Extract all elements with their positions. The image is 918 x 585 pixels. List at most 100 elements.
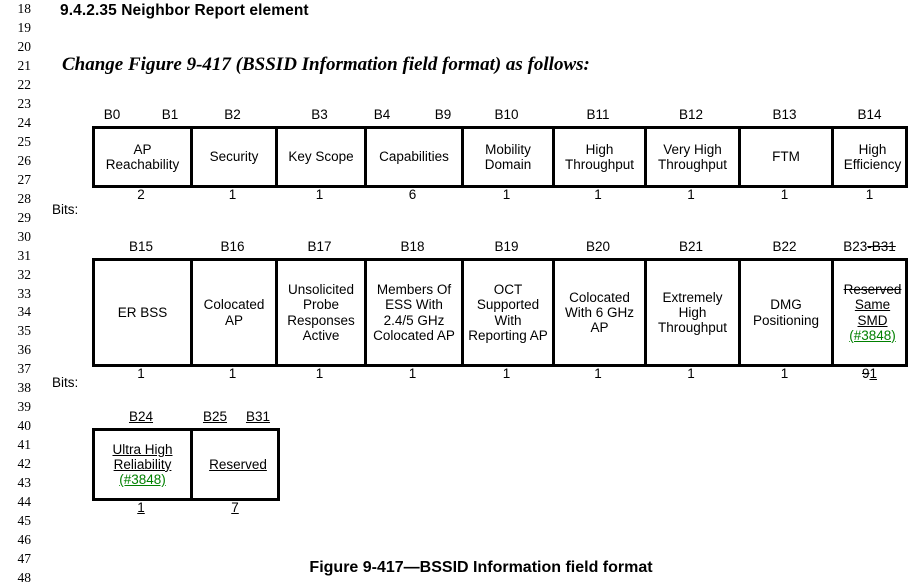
inserted-text: Same [854,297,891,313]
bitfield-cell-label: Capabilities [379,149,449,165]
bit-index-label: B25 [202,409,228,424]
change-tag: (#3848) [849,327,896,343]
bit-index-label: B22 [772,239,797,254]
bitfield-cell: Very High Throughput [647,129,741,185]
line-number: 29 [17,209,32,225]
line-number: 24 [17,114,32,130]
change-instruction: Change Figure 9-417 (BSSID Information f… [62,54,590,75]
bit-index-label: B10 [494,107,519,122]
bitfield-cell-label: Mobility Domain [484,141,532,172]
inserted-text: Reserved [209,456,267,472]
bit-width-value: 1 [594,187,602,202]
bitfield-cell: Mobility Domain [464,129,555,185]
bitfield-cell-label: High Throughput [564,141,635,172]
bitfield-cell-label: High Efficiency [843,141,902,172]
bit-width-value: 1 [780,187,789,202]
line-number: 41 [17,437,32,453]
bit-index-label: B17 [307,239,332,254]
line-number: 45 [17,513,32,529]
line-number: 38 [17,380,32,396]
line-number: 39 [17,399,32,415]
bit-index-label: B31 [245,409,271,424]
line-number: 25 [17,133,32,149]
bitfield-cell-label: OCT Supported With Reporting AP [468,282,548,343]
inserted-text: Reliability [113,456,172,472]
bit-index-label: B11 [586,107,610,122]
bitfield-cell: Key Scope [278,129,367,185]
bitfield-cell-label: Extremely High Throughput [657,289,728,336]
line-number: 43 [17,475,32,491]
change-tag: (#3848) [119,472,166,488]
line-number: 21 [17,57,32,73]
bit-index-label: B12 [678,107,704,122]
bit-width-value: 1 [408,366,417,381]
bit-width-value: 1 [137,500,145,515]
bit-index-label: B15 [128,239,154,254]
line-number: 27 [17,171,32,187]
line-number: 37 [17,361,32,377]
line-number: 31 [17,247,32,263]
bit-width-value: 1 [228,187,237,202]
bit-index-label: B20 [585,239,611,254]
bit-width-value: 1 [228,366,237,381]
line-number: 23 [17,95,32,111]
bitfield-cell: Capabilities [367,129,464,185]
inserted-text: Ultra High [112,441,173,457]
bit-index-label: B13 [772,107,797,122]
bitfield-cell-label: DMG Positioning [752,297,820,328]
bit-index-label: B19 [494,239,519,254]
bitfield-cell: OCT Supported With Reporting AP [464,261,555,364]
bit-index-label: B14 [857,107,882,122]
bitfield-cell-label: Members Of ESS With 2.4/5 GHz Colocated … [373,282,455,343]
bit-width-value: 1 [502,366,511,381]
bitfield-cell: Members Of ESS With 2.4/5 GHz Colocated … [367,261,464,364]
line-number: 30 [17,228,32,244]
figure-caption: Figure 9-417—BSSID Information field for… [309,559,653,576]
bitfield-cell: Unsolicited Probe Responses Active [278,261,367,364]
bitfield-cell-label: Colocated With 6 GHz AP [564,289,634,336]
bitfield-cell: Extremely High Throughput [647,261,741,364]
bit-width-value: 1 [687,366,695,381]
bit-index-label: B21 [678,239,704,254]
line-number: 42 [17,456,32,472]
bit-index-label: B9 [434,107,452,122]
line-number: 22 [17,76,32,92]
bit-index-label: B2 [224,107,241,122]
bit-width-value: 1 [137,366,145,381]
page-title: 9.4.2.35 Neighbor Report element [60,2,309,19]
bit-index-label: B1 [161,107,179,122]
bitfield-cell-label: Reserved [195,457,281,472]
bits-label-row-1: Bits: [52,202,79,217]
bit-width-value: 2 [137,187,145,202]
bitfield-cell: FTM [741,129,834,185]
line-number: 19 [17,19,32,35]
bit-width-value: 1 [594,366,602,381]
bits-label-row-2: Bits: [52,375,79,390]
line-number: 32 [17,266,32,282]
bit-index-label: B18 [400,239,425,254]
bitfield-cell: High Efficiency [834,129,911,185]
bit-index-label: B23-B31 [843,239,896,254]
bit-width-value: 1 [502,187,511,202]
bitfield-cell: High Throughput [555,129,647,185]
bit-index-label: B4 [373,107,391,122]
line-number: 35 [17,323,32,339]
bitfield-cell-label: Unsolicited Probe Responses Active [287,282,355,343]
bitfield-cell-label: Security [209,149,259,165]
line-number: 26 [17,152,32,168]
deleted-text: Reserved [843,282,902,298]
bit-index-label: B3 [311,107,328,122]
